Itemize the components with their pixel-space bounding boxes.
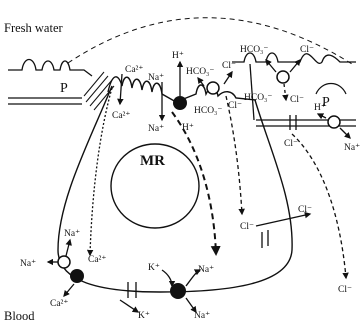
right-hco3-mid-label: HCO₃⁻ [244,93,272,103]
apical-h-pump [173,96,187,110]
basolateral-channel [128,282,136,298]
fresh-water-boundary [68,18,352,64]
baso-ca-low-label: Ca²⁺ [50,299,68,309]
right-na-label: Na⁺ [344,143,360,153]
right-h-arrow [318,114,326,118]
k-in-arrow [162,270,172,286]
apical-h-in-label: H⁺ [182,123,194,133]
cl-exchange-arrow [224,72,232,84]
apical-na-left-label: Na⁺ [148,73,164,83]
k-out-arrow [120,300,138,312]
baso-na-pump-label: Na⁺ [198,265,214,275]
left-p-cell-label: P [60,81,68,96]
right-cl-top-label: Cl⁻ [300,45,314,55]
apical-anion-exchanger [207,82,219,94]
na-pump-out-arrow [186,298,196,312]
para-cl-out-label: Cl⁻ [338,285,352,295]
baso-ca-right-label: Ca²⁺ [88,255,106,265]
right-cell-wall [250,64,254,120]
right-cl-low-label: Cl⁻ [284,139,298,149]
baso-exchanger [58,256,70,268]
apical-surface-left [8,60,92,77]
cl-para-flow-arrow [256,214,310,226]
apical-hco3-left-label: HCO₃⁻ [186,67,214,77]
baso-na-up-arrow [66,240,70,256]
fresh-water-label: Fresh water [4,21,63,35]
mr-cell-label: MR [140,153,165,169]
apical-hco3-in-label: HCO₃⁻ [194,106,222,116]
right-hco3-arrow [266,60,276,72]
right-na-arrow [340,128,350,138]
baso-k-out-label: K⁺ [138,311,150,321]
apical-cl-in-label: Cl⁻ [228,101,242,111]
apical-h-top-label: H⁺ [172,51,184,61]
cl-intracell-arrow [226,96,242,214]
apical-ca-out-label: Ca²⁺ [125,65,143,75]
right-anion-exchanger [277,71,289,83]
right-cl-mid-label: Cl⁻ [290,95,304,105]
right-h-label: H⁺ [314,103,326,113]
apical-cl-mid-label: Cl⁻ [222,61,236,71]
right-exchanger [328,116,340,128]
baso-na-top-label: Na⁺ [64,229,80,239]
baso-ca-pump [70,269,84,283]
apical-ca-in-label: Ca²⁺ [112,111,130,121]
para-cl-a-label: Cl⁻ [240,222,254,232]
para-cl-b-label: Cl⁻ [298,205,312,215]
blood-label: Blood [4,309,35,323]
right-hco3-top-label: HCO₃⁻ [240,45,268,55]
right-cl-down-arrow [284,84,286,100]
right-p-bump [316,84,346,95]
ca-apical-arrow [120,74,122,104]
na-transcellular-arrow [172,112,216,254]
baso-na-out-label: Na⁺ [194,311,210,321]
baso-k-in-label: K⁺ [148,263,160,273]
apical-na-in-label: Na⁺ [148,124,164,134]
baso-na-left-label: Na⁺ [20,259,36,269]
baso-ca-out-arrow [64,284,74,296]
